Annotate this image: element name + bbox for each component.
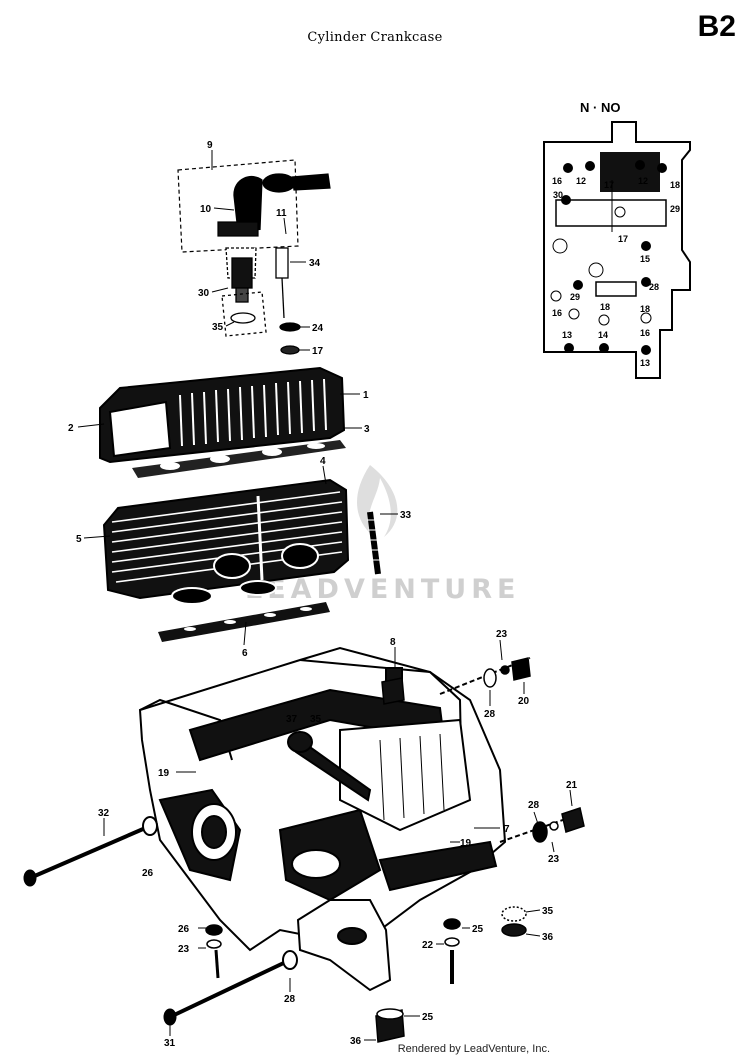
callout-22: 22 xyxy=(422,940,434,951)
page-code: B2 xyxy=(697,10,736,43)
callout-21: 21 xyxy=(566,780,578,791)
callout-1: 1 xyxy=(363,390,369,401)
inset-label-17: 17 xyxy=(604,180,614,190)
spark-plug-cap-group xyxy=(177,159,331,253)
callout-28: 28 xyxy=(484,709,496,720)
inset-label-29: 29 xyxy=(570,292,580,302)
callout-28: 28 xyxy=(284,994,296,1005)
cylinder-head-cover xyxy=(99,366,346,464)
callout-3: 3 xyxy=(364,424,370,435)
callout-28: 28 xyxy=(528,800,540,811)
callout-8: 8 xyxy=(390,637,396,648)
callout-2: 2 xyxy=(68,423,74,434)
inset-label-16: 16 xyxy=(640,328,650,338)
inset-title: N · NO xyxy=(580,100,620,115)
callout-17: 17 xyxy=(312,346,324,357)
inset-label-16: 16 xyxy=(552,176,562,186)
base-gasket xyxy=(158,602,330,642)
inset-label-12: 12 xyxy=(576,176,586,186)
callout-26: 26 xyxy=(178,924,190,935)
leader-lines xyxy=(77,150,573,1041)
inset-label-18: 18 xyxy=(670,180,680,190)
callout-37: 37 xyxy=(286,714,298,725)
callout-5: 5 xyxy=(76,534,82,545)
inset-label-28: 28 xyxy=(649,282,659,292)
callout-23: 23 xyxy=(496,629,508,640)
callout-34: 34 xyxy=(309,258,321,269)
callout-35: 35 xyxy=(542,906,554,917)
callout-10: 10 xyxy=(200,204,212,215)
callout-32: 32 xyxy=(98,808,110,819)
inset-label-16: 16 xyxy=(552,308,562,318)
inset-label-13: 13 xyxy=(562,330,572,340)
callout-9: 9 xyxy=(207,140,213,151)
callout-31: 31 xyxy=(164,1038,176,1049)
bolt-pattern-inset: N · NO xyxy=(543,100,691,379)
inset-labels: 16 12 17 12 18 30 29 17 15 29 28 18 16 1… xyxy=(552,176,680,368)
callout-7: 7 xyxy=(504,824,510,835)
callout-11: 11 xyxy=(276,208,287,219)
crankcase xyxy=(138,646,507,992)
watermark: LEADVENTURE xyxy=(245,465,520,605)
callout-36: 36 xyxy=(542,932,554,943)
callout-4: 4 xyxy=(320,456,326,467)
callout-23: 23 xyxy=(548,854,560,865)
inset-label-18: 18 xyxy=(640,304,650,314)
callout-20: 20 xyxy=(518,696,530,707)
head-gasket xyxy=(132,440,346,478)
inset-label-14: 14 xyxy=(598,330,608,340)
callout-6: 6 xyxy=(242,648,248,659)
part-callouts: 9 10 11 34 30 35 24 17 1 2 3 4 5 33 6 8 … xyxy=(68,140,578,1049)
callout-23: 23 xyxy=(178,944,190,955)
stud-sleeve xyxy=(275,247,301,355)
spark-plug xyxy=(221,247,267,337)
watermark-text: LEADVENTURE xyxy=(245,574,520,605)
inset-label-13: 13 xyxy=(640,358,650,368)
callout-24: 24 xyxy=(312,323,324,334)
callout-25: 25 xyxy=(472,924,484,935)
inset-label-17: 17 xyxy=(618,234,628,244)
inset-label-29: 29 xyxy=(670,204,680,214)
inset-label-12: 12 xyxy=(638,176,648,186)
fastener-hardware xyxy=(205,657,585,1043)
render-credit: Rendered by LeadVenture, Inc. xyxy=(397,1043,550,1055)
callout-30: 30 xyxy=(198,288,210,299)
callout-35: 35 xyxy=(310,714,322,725)
callout-19: 19 xyxy=(158,768,170,779)
callout-26: 26 xyxy=(142,868,154,879)
callout-33: 33 xyxy=(400,510,412,521)
callout-35: 35 xyxy=(212,322,224,333)
inset-label-15: 15 xyxy=(640,254,650,264)
stud-bolt xyxy=(367,511,381,575)
inset-label-18: 18 xyxy=(600,302,610,312)
callout-36: 36 xyxy=(350,1036,362,1047)
callout-19: 19 xyxy=(460,838,472,849)
cylinder-block xyxy=(102,478,350,605)
inset-label-30: 30 xyxy=(553,190,563,200)
callout-25: 25 xyxy=(422,1012,434,1023)
page-title: Cylinder Crankcase xyxy=(307,30,443,45)
